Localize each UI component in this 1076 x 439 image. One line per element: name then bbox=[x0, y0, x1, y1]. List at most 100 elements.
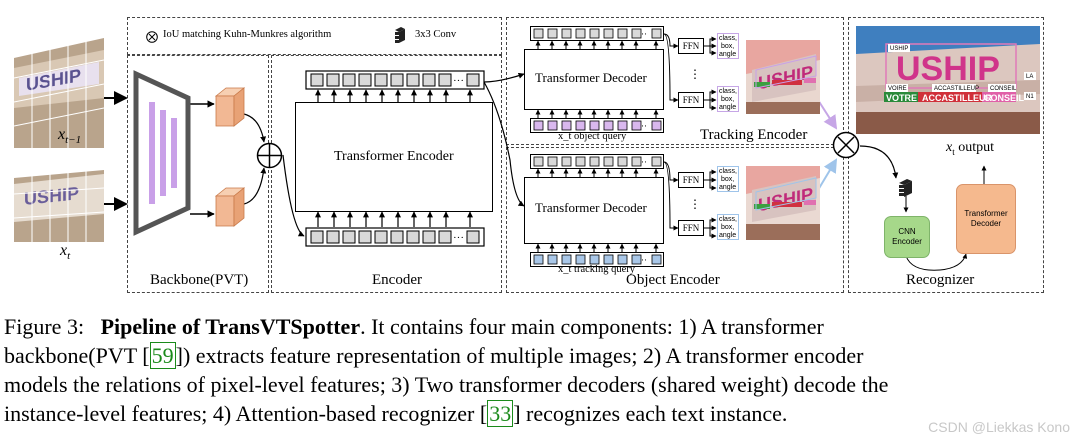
ffn-top-1: FFN bbox=[678, 38, 704, 54]
ffn-top-1-outputs: class, box, angle bbox=[717, 33, 739, 59]
backbone-section bbox=[127, 55, 269, 293]
tracking-encoder-label: Tracking Encoder bbox=[700, 127, 808, 143]
svg-text:··: ·· bbox=[641, 29, 647, 39]
encoder-input-tokens: ··· bbox=[305, 227, 485, 247]
transformer-decoder-rec-block: Transformer Decoder bbox=[956, 184, 1016, 254]
rec-decoder-line1: Transformer bbox=[964, 209, 1008, 218]
citation-33[interactable]: 33 bbox=[487, 400, 514, 427]
transformer-decoder-top-label: Transformer Decoder bbox=[535, 70, 647, 85]
feature-map-bottom bbox=[214, 186, 246, 228]
sum-icon bbox=[256, 142, 283, 169]
out-class: class, bbox=[719, 168, 737, 175]
ffn-bottom-2: FFN bbox=[678, 220, 704, 236]
object-encoder-label: Object Encoder bbox=[626, 272, 720, 288]
input-prev-label: xt−1 bbox=[58, 126, 82, 147]
svg-text:CONSEIL: CONSEIL bbox=[984, 93, 1025, 103]
cnn-encoder-line2: Encoder bbox=[892, 237, 922, 246]
tracking-query-label: x_t tracking query bbox=[558, 264, 635, 275]
tracking-query-tokens: ·· bbox=[530, 252, 664, 267]
cnn-encoder-text: CNN Encoder bbox=[892, 227, 922, 247]
ffn-bottom-1: FFN bbox=[678, 172, 704, 188]
iou-match-operator bbox=[832, 131, 860, 159]
object-query-label: x_t object query bbox=[558, 131, 626, 142]
input-frame-cur: USHIP bbox=[14, 170, 104, 242]
cnn-encoder-block: CNN Encoder bbox=[884, 216, 930, 258]
transformer-decoder-rec-text: Transformer Decoder bbox=[964, 209, 1007, 229]
ffn-top-2-outputs: class, box, angle bbox=[717, 86, 739, 112]
legend-conv-text: 3x3 Conv bbox=[415, 29, 457, 40]
transformer-encoder-label: Transformer Encoder bbox=[334, 149, 454, 164]
backbone-pvt bbox=[132, 68, 192, 238]
citation-59[interactable]: 59 bbox=[149, 342, 176, 369]
object-query-text: x_t object query bbox=[558, 131, 627, 142]
output-label: xt output bbox=[946, 140, 995, 157]
conv-icon bbox=[393, 26, 407, 44]
final-output-image: USHIP VOTRE ACCASTILLEUR CONSEIL USHIP V… bbox=[856, 26, 1040, 134]
caption-line1-rest: . It contains four main components: 1) A… bbox=[360, 314, 824, 339]
svg-text:··: ·· bbox=[641, 121, 647, 131]
out-angle: angle bbox=[719, 232, 737, 239]
svg-text:··: ·· bbox=[641, 157, 647, 167]
transformer-decoder-top: Transformer Decoder bbox=[524, 49, 664, 110]
caption-line2-a: backbone(PVT [ bbox=[4, 343, 150, 368]
object-encoder-section bbox=[506, 147, 844, 293]
tracking-encoder-section bbox=[506, 17, 844, 145]
frame-cur-image: USHIP bbox=[14, 170, 104, 242]
svg-text:ACCASTILLEUP: ACCASTILLEUP bbox=[934, 86, 979, 92]
svg-text:VOTRE: VOTRE bbox=[886, 93, 917, 103]
legend-iou-text: IoU matching Kuhn-Munkres algorithm bbox=[163, 29, 332, 40]
svg-text:CONSEIL: CONSEIL bbox=[990, 86, 1017, 92]
tracking-query-text: x_t tracking query bbox=[558, 264, 635, 275]
top-decoder-output-tokens: ·· bbox=[530, 26, 664, 41]
out-angle: angle bbox=[719, 104, 737, 111]
svg-text:··: ·· bbox=[641, 255, 647, 265]
out-angle: angle bbox=[719, 51, 737, 58]
output-label-text: output bbox=[958, 140, 995, 155]
caption-line2-b: ]) extracts feature representation of mu… bbox=[175, 343, 864, 368]
recognizer-label: Recognizer bbox=[906, 272, 975, 288]
ffn-bottom-1-outputs: class, box, angle bbox=[717, 166, 739, 192]
caption-line4-a: instance-level features; 4) Attention-ba… bbox=[4, 401, 488, 426]
svg-text:USHIP: USHIP bbox=[890, 46, 908, 52]
svg-text:···: ··· bbox=[453, 75, 464, 87]
svg-text:VOIRE: VOIRE bbox=[888, 86, 907, 92]
svg-text:ACCASTILLEUR: ACCASTILLEUR bbox=[922, 93, 992, 103]
encoder-label: Encoder bbox=[372, 272, 422, 288]
encoder-output-tokens: ··· bbox=[305, 70, 485, 90]
ffn-bottom-2-outputs: class, box, angle bbox=[717, 214, 739, 240]
ffn-top-2: FFN bbox=[678, 92, 704, 108]
svg-text:USHIP: USHIP bbox=[896, 50, 1000, 88]
out-box: box, bbox=[721, 224, 735, 231]
watermark: CSDN @Liekkas Kono bbox=[928, 419, 1070, 435]
out-class: class, bbox=[719, 216, 737, 223]
caption-line-4: instance-level features; 4) Attention-ba… bbox=[4, 399, 816, 428]
out-class: class, bbox=[719, 88, 737, 95]
svg-text:N1: N1 bbox=[1026, 94, 1034, 100]
input-frame-prev: USHIP bbox=[14, 38, 104, 148]
out-box: box, bbox=[721, 43, 735, 50]
input-cur-label: xt bbox=[60, 242, 71, 263]
pipeline-arrows: ⋮ ⋮ bbox=[104, 33, 987, 271]
caption-line-2: backbone(PVT [59]) extracts feature repr… bbox=[4, 341, 863, 370]
svg-text:···: ··· bbox=[453, 232, 464, 244]
svg-text:⋮: ⋮ bbox=[689, 67, 701, 81]
transformer-decoder-bottom: Transformer Decoder bbox=[524, 177, 664, 244]
tracking-result-image: USHIP bbox=[746, 40, 820, 114]
encoder-section bbox=[271, 55, 502, 293]
transformer-decoder-bottom-label: Transformer Decoder bbox=[535, 200, 647, 215]
caption-line4-b: ] recognizes each text instance. bbox=[513, 401, 788, 426]
caption-line-1: Figure 3: Pipeline of TransVTSpotter. It… bbox=[4, 312, 824, 341]
object-result-image: USHIP bbox=[746, 166, 820, 240]
bottom-decoder-output-tokens: ·· bbox=[530, 154, 664, 169]
feature-map-top bbox=[214, 86, 246, 128]
out-box: box, bbox=[721, 176, 735, 183]
object-query-tokens: ·· bbox=[530, 118, 664, 133]
caption-figure: Figure 3: bbox=[4, 314, 85, 339]
frame-prev-image: USHIP bbox=[14, 38, 104, 148]
svg-text:LA: LA bbox=[1026, 74, 1033, 80]
out-class: class, bbox=[719, 35, 737, 42]
caption-title: Pipeline of TransVTSpotter bbox=[100, 314, 361, 339]
svg-text:⋮: ⋮ bbox=[689, 197, 701, 211]
out-box: box, bbox=[721, 96, 735, 103]
legend-box bbox=[127, 17, 502, 55]
